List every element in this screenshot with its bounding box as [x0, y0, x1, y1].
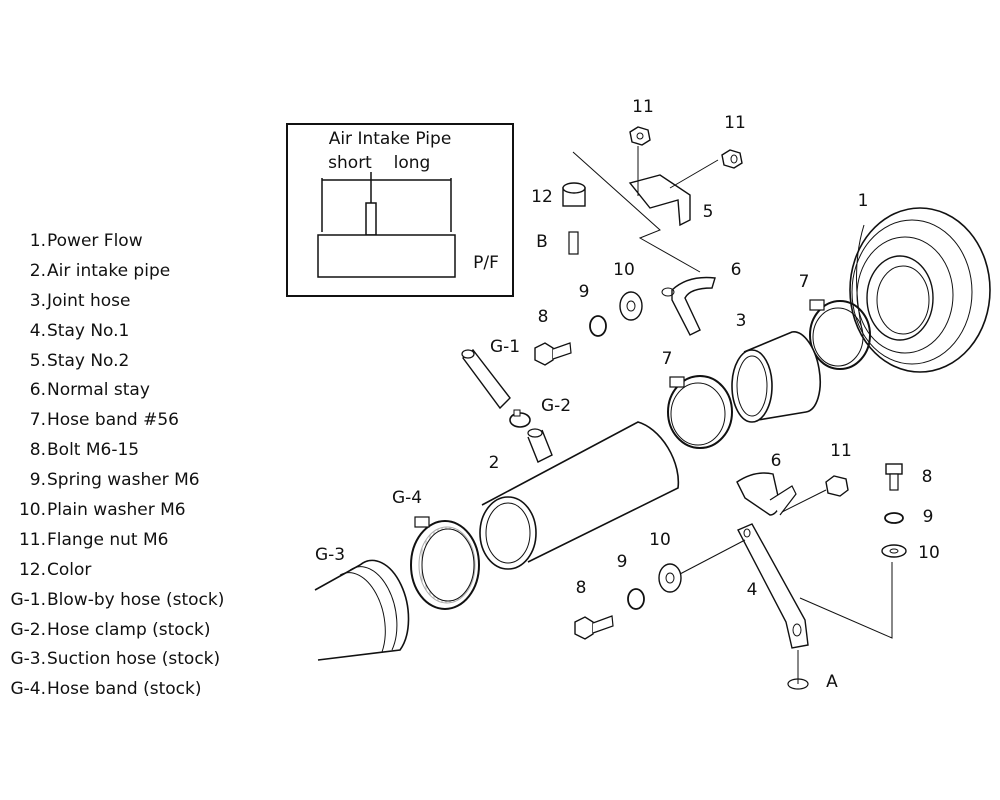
inset-short-label: short — [328, 153, 372, 173]
legend-item: 9.Spring washer M6 — [6, 468, 256, 498]
pipe-length-inset: Air Intake Pipe short long P/F — [286, 123, 514, 297]
legend-label: Flange nut M6 — [47, 529, 169, 550]
hose-band-56-middle — [667, 375, 733, 449]
legend-item: 8.Bolt M6-15 — [6, 438, 256, 468]
inset-pf-label: P/F — [473, 253, 499, 273]
legend-label: Hose band #56 — [47, 410, 179, 431]
legend-label: Bolt M6-15 — [47, 440, 140, 461]
callout-g3: G-3 — [315, 545, 345, 565]
legend-number: 10. — [18, 500, 46, 521]
legend-number: 7. — [29, 410, 46, 431]
upper-hardware — [534, 126, 743, 366]
callout-10-right: 10 — [918, 543, 940, 563]
callout-9-right: 9 — [923, 507, 934, 527]
legend-number: G-4. — [10, 679, 46, 700]
callout-11-top: 11 — [632, 97, 654, 117]
legend-label: Blow-by hose (stock) — [47, 589, 225, 610]
legend-label: Suction hose (stock) — [47, 649, 221, 670]
legend-item: 1.Power Flow — [6, 229, 256, 259]
legend-number: 9. — [29, 470, 46, 491]
callout-4: 4 — [747, 580, 758, 600]
legend-item: G-1.Blow-by hose (stock) — [6, 588, 256, 618]
legend-item: 2.Air intake pipe — [6, 259, 256, 289]
callout-2: 2 — [489, 453, 500, 473]
legend-label: Color — [47, 559, 92, 580]
blow-by-hose-stock — [461, 349, 511, 410]
callout-g1: G-1 — [490, 337, 520, 357]
callout-7-middle: 7 — [662, 349, 673, 369]
legend-item: 11.Flange nut M6 — [6, 528, 256, 558]
legend-number: 3. — [29, 290, 46, 311]
legend-label: Joint hose — [47, 290, 131, 311]
callout-10-lower: 10 — [649, 530, 671, 550]
hose-band-56-upper — [809, 299, 871, 370]
callout-g4: G-4 — [392, 488, 422, 508]
callout-5: 5 — [703, 202, 714, 222]
legend-label: Power Flow — [47, 231, 143, 251]
legend-number: G-2. — [10, 619, 46, 640]
legend-number: G-1. — [10, 589, 46, 610]
air-intake-pipe — [479, 421, 680, 570]
callout-9-upper: 9 — [579, 282, 590, 302]
callout-6-lower: 6 — [771, 451, 782, 471]
legend-number: 5. — [29, 350, 46, 371]
callout-6-upper: 6 — [731, 260, 742, 280]
callout-1: 1 — [858, 191, 869, 211]
legend-label: Stay No.2 — [47, 350, 130, 371]
callout-10-upper: 10 — [613, 260, 635, 280]
legend-item: 5.Stay No.2 — [6, 349, 256, 379]
legend-item: 10.Plain washer M6 — [6, 498, 256, 528]
legend-item: G-4.Hose band (stock) — [6, 677, 256, 707]
legend-number: 12. — [18, 559, 46, 580]
legend-item: 12.Color — [6, 558, 256, 588]
legend-number: 6. — [29, 380, 46, 401]
inset-frame — [286, 123, 514, 297]
legend-item: G-2.Hose clamp (stock) — [6, 618, 256, 648]
power-flow-filter — [849, 207, 991, 373]
inset-long-label: long — [394, 153, 431, 173]
inset-pipe-stub — [365, 202, 377, 236]
callout-11-lower: 11 — [830, 441, 852, 461]
callout-8-lower: 8 — [576, 578, 587, 598]
legend-label: Air intake pipe — [47, 260, 171, 281]
legend-item: 6.Normal stay — [6, 378, 256, 408]
callout-8-upper: 8 — [538, 307, 549, 327]
hose-clamp-stock — [509, 409, 531, 428]
legend-item: G-3.Suction hose (stock) — [6, 647, 256, 677]
legend-item: 4.Stay No.1 — [6, 319, 256, 349]
callout-8-right: 8 — [922, 467, 933, 487]
legend-number: 1. — [29, 231, 46, 251]
legend-label: Stay No.1 — [47, 320, 130, 341]
legend-label: Spring washer M6 — [47, 470, 200, 491]
inset-title: Air Intake Pipe — [329, 129, 452, 149]
legend-label: Plain washer M6 — [47, 500, 186, 521]
callout-9-lower: 9 — [617, 552, 628, 572]
callout-3: 3 — [736, 311, 747, 331]
suction-hose-stock — [314, 559, 410, 661]
legend-label: Normal stay — [47, 380, 150, 401]
legend-number: 2. — [29, 260, 46, 281]
legend-number: 11. — [18, 529, 46, 550]
hose-band-stock — [410, 516, 480, 610]
legend-number: G-3. — [10, 649, 46, 670]
callout-b: B — [536, 232, 548, 252]
callout-labels: 11 11 12 B 5 1 10 6 9 7 8 3 G-1 7 G-2 2 … — [315, 97, 940, 692]
legend-item: 7.Hose band #56 — [6, 408, 256, 438]
inset-pipe-body — [317, 234, 456, 278]
lower-hardware — [574, 463, 907, 690]
legend-number: 8. — [29, 440, 46, 461]
legend-label: Hose band (stock) — [47, 679, 202, 700]
callout-g2: G-2 — [541, 396, 571, 416]
joint-hose — [731, 331, 821, 423]
callout-7-upper: 7 — [799, 272, 810, 292]
callout-12: 12 — [531, 187, 553, 207]
callout-11-right: 11 — [724, 113, 746, 133]
callout-a: A — [826, 672, 838, 692]
legend-number: 4. — [29, 320, 46, 341]
legend-label: Hose clamp (stock) — [47, 619, 211, 640]
legend-item: 3.Joint hose — [6, 289, 256, 319]
